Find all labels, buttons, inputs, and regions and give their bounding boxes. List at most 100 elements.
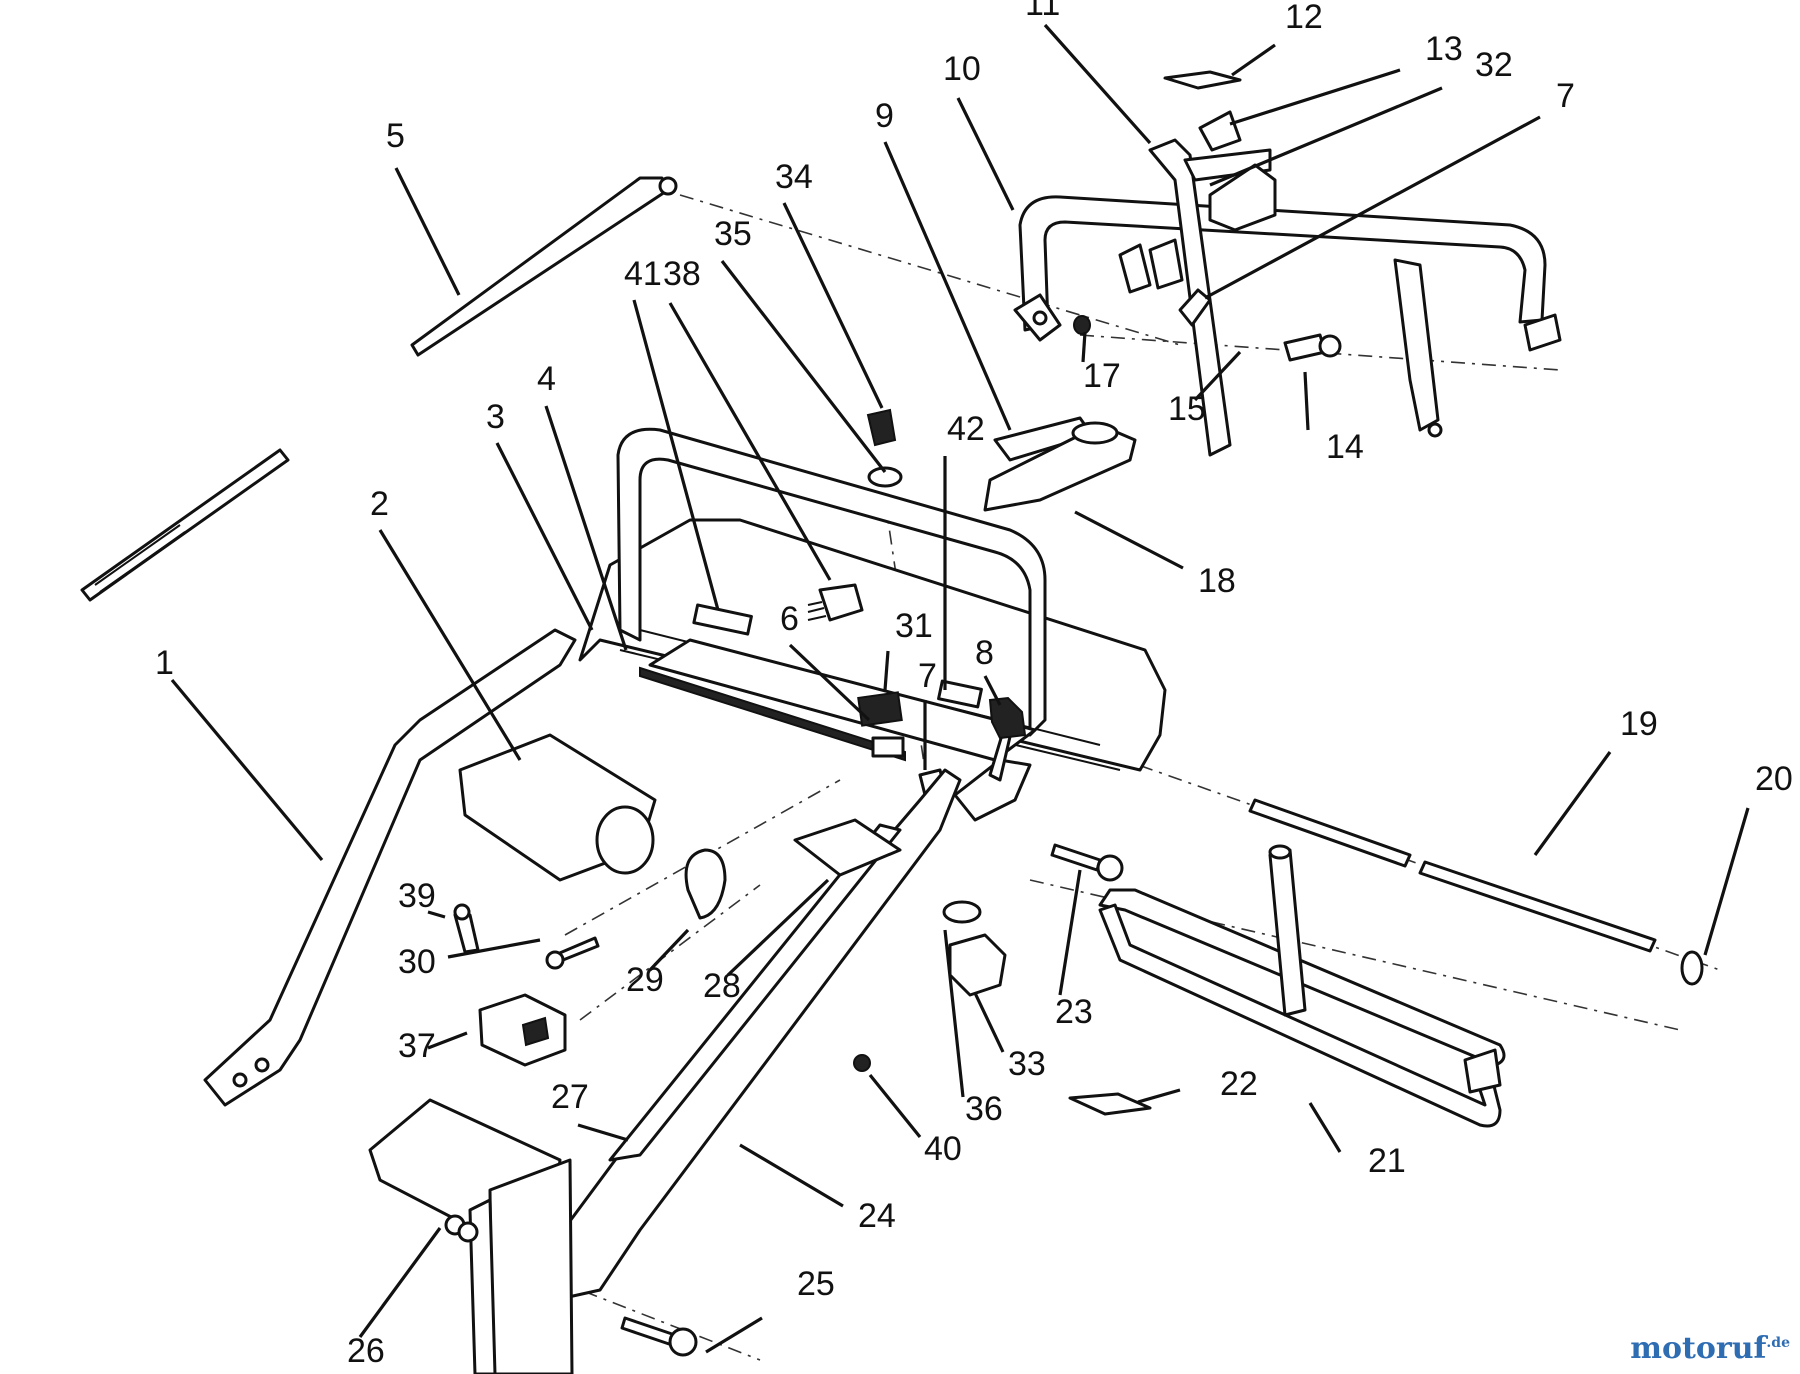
part-18-handle-clamp: [983, 416, 1137, 512]
leader-line-12: [1231, 43, 1276, 77]
callout-label-29: 29: [626, 961, 664, 999]
callout-label-39: 39: [398, 877, 436, 915]
leader-line-34: [782, 202, 884, 409]
part-8-throttle-lever: [953, 696, 1032, 822]
leader-line-20: [1703, 807, 1750, 956]
leader-line-3: [495, 442, 594, 631]
leader-line-31: [883, 650, 890, 691]
leader-line-19: [1533, 751, 1612, 856]
leader-line-24: [739, 1143, 844, 1208]
part-2-roll-tube: [458, 733, 657, 882]
leader-line-38: [668, 302, 832, 581]
callout-label-2: 2: [370, 485, 389, 523]
part-1-handle-left-leg: [203, 628, 577, 1107]
leader-line-8: [983, 675, 1002, 706]
part-5-upper-rod: [410, 176, 678, 357]
leader-line-2: [378, 529, 522, 761]
leader-line-13: [1229, 68, 1401, 126]
leader-line-10: [956, 97, 1015, 211]
callout-label-20: 20: [1755, 760, 1793, 798]
callout-label-26: 26: [347, 1332, 385, 1370]
callout-label-12: 12: [1285, 0, 1323, 36]
leader-line-5: [394, 167, 461, 296]
callout-label-10: 10: [943, 50, 981, 88]
callout-label-32: 32: [1475, 46, 1513, 84]
leader-line-36: [943, 929, 965, 1098]
callout-label-7: 7: [1556, 77, 1575, 115]
assembly-center-lines: [554, 194, 1721, 1361]
callout-label-14: 14: [1326, 428, 1364, 466]
leader-line-4: [544, 405, 628, 651]
callout-label-38: 38: [663, 255, 701, 293]
threaded-rod: [80, 448, 290, 602]
leader-line-7: [1204, 115, 1541, 300]
callout-label-34: 34: [775, 158, 813, 196]
part-12-grip: [1163, 70, 1242, 90]
leader-line-41: [632, 299, 720, 611]
callout-label-9: 9: [875, 97, 894, 135]
callout-label-21: 21: [1368, 1142, 1406, 1180]
leader-line-6: [788, 643, 871, 722]
callout-label-6: 6: [780, 600, 799, 638]
leader-line-29: [648, 928, 690, 972]
part-25-bolt: [620, 1316, 698, 1357]
callout-label-8: 8: [975, 634, 994, 672]
callout-label-41: 41: [624, 255, 662, 293]
callout-label-27: 27: [551, 1078, 589, 1116]
part-21-lower-bail: [1098, 844, 1506, 1128]
leader-line-14: [1303, 371, 1310, 431]
callout-label-3: 3: [486, 398, 505, 436]
callout-label-35: 35: [714, 215, 752, 253]
leader-line-35: [720, 260, 887, 473]
leader-line-15: [1193, 350, 1242, 402]
leader-line-27: [577, 1123, 629, 1142]
callout-label-19: 19: [1620, 705, 1658, 743]
callout-label-1: 1: [155, 644, 174, 682]
leader-line-40: [868, 1073, 922, 1139]
callout-label-13: 13: [1425, 30, 1463, 68]
leader-line-17: [1081, 331, 1087, 363]
part-19-rear-rod: [1248, 798, 1657, 953]
part-33-switch: [942, 900, 1007, 997]
callout-label-30: 30: [398, 943, 436, 981]
callout-label-11: 11: [1025, 0, 1060, 23]
leader-line-30: [447, 938, 541, 959]
callout-label-25: 25: [797, 1265, 835, 1303]
upper-fasteners: [1073, 288, 1342, 362]
part-20-washer: [1680, 950, 1704, 986]
leader-line-39: [427, 910, 446, 919]
part-29-clamp: [684, 848, 727, 920]
part-27-handle-right-leg: [528, 768, 962, 1302]
callout-label-24: 24: [858, 1197, 896, 1235]
callout-label-22: 22: [1220, 1065, 1258, 1103]
small-screws: [453, 903, 600, 970]
callout-label-37: 37: [398, 1027, 436, 1065]
callout-label-42: 42: [947, 410, 985, 448]
callout-label-4: 4: [537, 360, 556, 398]
leader-line-1: [170, 678, 324, 862]
part-22-grip: [1068, 1092, 1152, 1116]
watermark-logo: motoruf.de: [1630, 1331, 1790, 1366]
watermark-main: motoruf: [1630, 1331, 1767, 1366]
watermark-tld: .de: [1766, 1335, 1790, 1351]
callout-label-28: 28: [703, 967, 741, 1005]
leader-line-28: [726, 878, 830, 977]
leader-line-18: [1074, 510, 1184, 570]
leader-line-9: [883, 141, 1012, 431]
callout-label-36: 36: [965, 1090, 1003, 1128]
leader-line-26: [358, 1227, 442, 1338]
callout-label-17: 17: [1083, 357, 1121, 395]
callout-label-5: 5: [386, 117, 405, 155]
leader-line-21: [1308, 1102, 1342, 1153]
part-10-upper-bail: [1013, 195, 1562, 438]
part-23-bolt: [1050, 843, 1124, 882]
leader-line-33: [973, 992, 1005, 1053]
callout-label-23: 23: [1055, 993, 1093, 1031]
leader-line-25: [705, 1316, 763, 1354]
leader-line-37: [427, 1031, 468, 1050]
leader-line-11: [1043, 23, 1152, 145]
callout-label-7: 7: [918, 657, 937, 695]
leader-line-23: [1058, 869, 1082, 996]
